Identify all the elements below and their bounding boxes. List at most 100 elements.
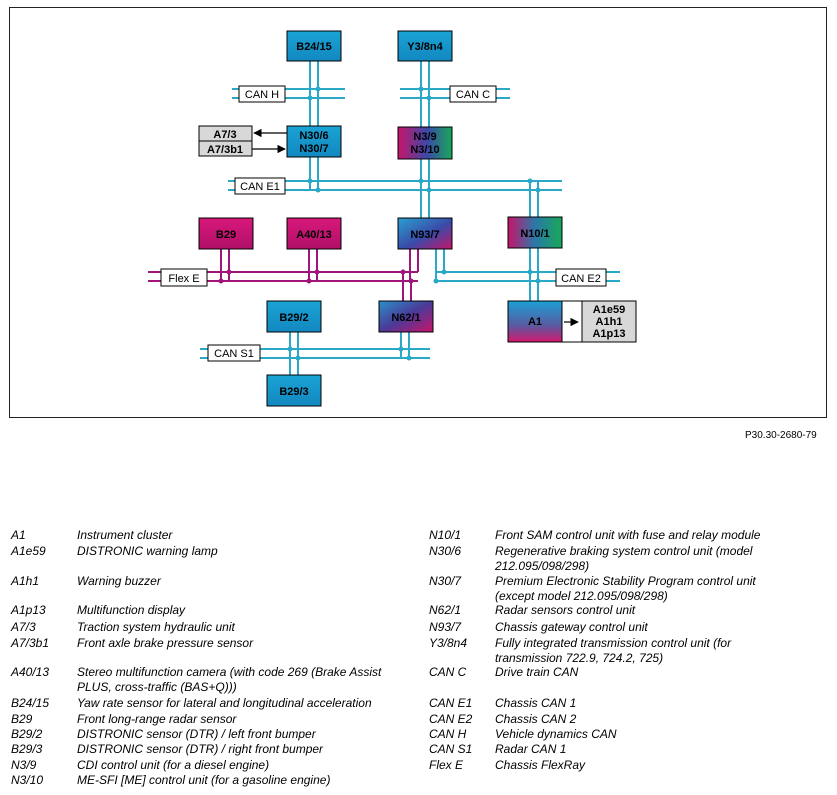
legend-description: Chassis CAN 2 xyxy=(495,712,577,726)
legend-code: Y3/8n4 xyxy=(429,636,468,650)
legend-description: CDI control unit (for a diesel engine) xyxy=(77,758,270,772)
legend-description: Radar sensors control unit xyxy=(495,603,636,617)
bus-label-can-e2: CAN E2 xyxy=(555,268,607,287)
legend-code: N3/9 xyxy=(11,758,37,772)
node-b24-15: B24/15 xyxy=(286,30,342,62)
svg-text:N30/6: N30/6 xyxy=(299,130,328,142)
svg-text:A1: A1 xyxy=(528,316,542,328)
svg-text:CAN S1: CAN S1 xyxy=(214,348,254,360)
legend-code: B29 xyxy=(11,712,33,726)
legend-code: N3/10 xyxy=(11,773,44,787)
legend-code: A7/3b1 xyxy=(11,636,50,650)
legend-description: Chassis CAN 1 xyxy=(495,696,577,710)
node-b29-3: B29/3 xyxy=(266,374,322,407)
svg-text:N30/7: N30/7 xyxy=(299,143,328,155)
bus-label-can-e1: CAN E1 xyxy=(234,177,286,195)
legend-code: A1h1 xyxy=(11,574,40,588)
svg-text:Y3/8n4: Y3/8n4 xyxy=(407,41,443,53)
legend-code: CAN E2 xyxy=(429,712,473,726)
legend-code: A1 xyxy=(11,528,26,542)
reference-code: P30.30-2680-79 xyxy=(745,430,817,441)
bus-label-can-h: CAN H xyxy=(238,85,286,103)
legend-description: Chassis gateway control unit xyxy=(495,620,648,634)
connections-cyan xyxy=(289,60,539,375)
node-n93-7: N93/7 xyxy=(397,217,453,250)
legend-code: B29/2 xyxy=(11,727,43,741)
legend-code: A1e59 xyxy=(11,544,46,558)
legend-code: A7/3 xyxy=(11,620,36,634)
svg-text:CAN C: CAN C xyxy=(456,89,490,101)
svg-text:CAN E2: CAN E2 xyxy=(561,273,601,285)
node-b29-2: B29/2 xyxy=(266,300,322,333)
node-n10-1: N10/1 xyxy=(507,216,563,249)
svg-text:B29/2: B29/2 xyxy=(279,312,308,324)
legend-code: A40/13 xyxy=(11,665,50,679)
legend-code: N10/1 xyxy=(429,528,462,542)
legend-description: Traction system hydraulic unit xyxy=(77,620,235,634)
legend-description: Drive train CAN xyxy=(495,665,579,679)
svg-text:A1e59: A1e59 xyxy=(593,304,625,316)
svg-text:Flex E: Flex E xyxy=(168,273,199,285)
legend-description: Fully integrated transmission control un… xyxy=(495,636,732,665)
legend-code: N62/1 xyxy=(429,603,462,617)
legend-description: Multifunction display xyxy=(77,603,186,617)
node-b29: B29 xyxy=(198,217,254,250)
svg-text:A1p13: A1p13 xyxy=(592,328,625,340)
legend-description: Chassis FlexRay xyxy=(495,758,586,772)
junction-dots-magenta xyxy=(218,269,414,284)
bus-label-can-s1: CAN S1 xyxy=(207,344,261,362)
node-a7-3b1: A7/3b1 xyxy=(198,140,253,157)
legend-description: Premium Electronic Stability Program con… xyxy=(495,574,756,603)
svg-text:B29: B29 xyxy=(216,229,236,241)
legend-description: Warning buzzer xyxy=(77,574,161,588)
legend-description: Radar CAN 1 xyxy=(495,742,567,756)
node-y3-8n4: Y3/8n4 xyxy=(397,30,453,62)
legend-code: B24/15 xyxy=(11,696,50,710)
legend-code: CAN H xyxy=(429,727,467,741)
svg-text:N62/1: N62/1 xyxy=(391,312,420,324)
connector-a1-outputs xyxy=(561,300,583,343)
legend-code: A1p13 xyxy=(11,603,46,617)
bus-label-flex-e: Flex E xyxy=(160,268,208,287)
svg-text:N3/10: N3/10 xyxy=(410,144,439,156)
legend-code: N30/6 xyxy=(429,544,462,558)
legend-description: DISTRONIC sensor (DTR) / left front bump… xyxy=(77,727,316,741)
legend-description: Yaw rate sensor for lateral and longitud… xyxy=(77,696,372,710)
network-diagram: CAN H CAN C CAN E1 Flex E CAN E2 CAN S1 … xyxy=(148,30,637,407)
svg-text:A7/3: A7/3 xyxy=(213,129,236,141)
junction-dots-cyan xyxy=(287,86,541,361)
legend-description: Instrument cluster xyxy=(77,528,173,542)
node-a40-13: A40/13 xyxy=(286,217,342,250)
svg-text:B29/3: B29/3 xyxy=(279,386,308,398)
legend-code: CAN E1 xyxy=(429,696,473,710)
legend-description: Front axle brake pressure sensor xyxy=(77,636,254,650)
node-n3-9-n3-10: N3/9 N3/10 xyxy=(397,126,453,160)
svg-text:N3/9: N3/9 xyxy=(413,131,436,143)
svg-text:A1h1: A1h1 xyxy=(596,316,623,328)
svg-text:CAN E1: CAN E1 xyxy=(240,181,280,193)
legend-description: ME-SFI [ME] control unit (for a gasoline… xyxy=(77,773,331,787)
connections-magenta xyxy=(220,249,419,301)
legend-code: Flex E xyxy=(429,758,464,772)
node-a1: A1 xyxy=(507,300,563,343)
legend-description: DISTRONIC warning lamp xyxy=(77,544,218,558)
bus-label-can-c: CAN C xyxy=(449,85,497,103)
legend-description: Regenerative braking system control unit… xyxy=(495,544,753,573)
legend-description: DISTRONIC sensor (DTR) / right front bum… xyxy=(77,742,324,756)
node-n30-6-n30-7: N30/6 N30/7 xyxy=(286,125,342,158)
legend-description: Front SAM control unit with fuse and rel… xyxy=(495,528,761,542)
svg-text:B24/15: B24/15 xyxy=(296,41,331,53)
legend-code: B29/3 xyxy=(11,742,43,756)
svg-text:A40/13: A40/13 xyxy=(296,229,331,241)
legend-description: Front long-range radar sensor xyxy=(77,712,237,726)
svg-text:N10/1: N10/1 xyxy=(520,228,549,240)
legend-description: Vehicle dynamics CAN xyxy=(495,727,617,741)
svg-text:CAN H: CAN H xyxy=(245,89,279,101)
svg-text:N93/7: N93/7 xyxy=(410,229,439,241)
node-a7-3: A7/3 xyxy=(198,125,253,142)
legend-description: Stereo multifunction camera (with code 2… xyxy=(77,665,382,694)
node-a1-outputs: A1e59 A1h1 A1p13 xyxy=(581,300,637,343)
legend-code: CAN S1 xyxy=(429,742,473,756)
node-n62-1: N62/1 xyxy=(378,300,434,333)
legend-code: N93/7 xyxy=(429,620,462,634)
